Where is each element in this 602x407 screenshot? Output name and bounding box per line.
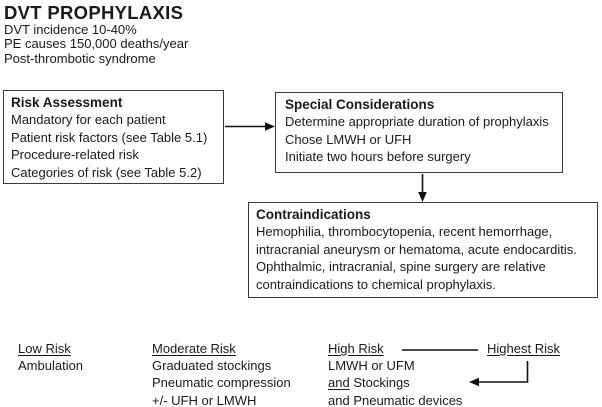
high-risk-measure: and Pneumatic devices	[328, 392, 462, 407]
high-risk-heading: High Risk	[328, 341, 384, 356]
risk-assessment-line: Mandatory for each patient	[11, 112, 166, 128]
header-block: DVT PROPHYLAXIS DVT incidence 10-40% PE …	[4, 2, 188, 66]
low-risk-heading: Low Risk	[18, 341, 71, 356]
high-risk-measure-rest: Pneumatic devices	[349, 392, 463, 407]
contraindications-line: Ophthalmic, intracranial, spine surgery …	[256, 259, 546, 275]
highest-risk-column: Highest Risk	[487, 340, 560, 357]
moderate-risk-heading: Moderate Risk	[152, 341, 236, 356]
arrow-highest-to-high-measures	[469, 361, 529, 387]
high-risk-measure: and Stockings	[328, 374, 462, 391]
contraindications-line: Hemophilia, thrombocytopenia, recent hem…	[256, 224, 553, 240]
special-considerations-line: Initiate two hours before surgery	[285, 149, 471, 165]
special-considerations-line: Determine appropriate duration of prophy…	[285, 114, 549, 130]
risk-assessment-line: Procedure-related risk	[11, 147, 139, 163]
arrow-risk-to-special	[225, 122, 275, 131]
high-risk-measure: LMWH or UFM	[328, 358, 415, 374]
underlined-and: and	[328, 392, 350, 407]
low-risk-measure: Ambulation	[18, 358, 84, 374]
contraindications-line: intracranial aneurysm or hematoma, acute…	[256, 241, 577, 257]
page-title: DVT PROPHYLAXIS	[4, 2, 184, 23]
highest-risk-heading: Highest Risk	[487, 341, 560, 356]
moderate-risk-measure: +/- UFH or LMWH	[152, 392, 257, 407]
contraindications-line: contraindications to chemical prophylaxi…	[256, 276, 496, 292]
moderate-risk-measure: Pneumatic compression	[152, 375, 291, 391]
risk-assessment-title: Risk Assessment	[11, 95, 123, 110]
moderate-risk-column: Moderate Risk Graduated stockings Pneuma…	[152, 340, 291, 407]
special-considerations-title: Special Considerations	[285, 97, 435, 112]
underlined-and: and	[328, 375, 350, 391]
moderate-risk-measure: Graduated stockings	[152, 358, 272, 374]
header-fact-incidence: DVT incidence 10-40%	[4, 22, 137, 37]
risk-assessment-box: Risk Assessment Mandatory for each patie…	[3, 90, 224, 184]
special-considerations-line: Chose LMWH or UFH	[285, 131, 412, 147]
contraindications-box: Contraindications Hemophilia, thrombocyt…	[248, 202, 598, 298]
low-risk-column: Low Risk Ambulation	[18, 340, 83, 374]
arrow-special-to-contraindications	[418, 174, 427, 202]
header-fact-syndrome: Post-thrombotic syndrome	[4, 50, 156, 66]
high-risk-column: High Risk LMWH or UFM and Stockings and …	[328, 340, 462, 407]
header-fact-pe-deaths: PE causes 150,000 deaths/year	[4, 36, 189, 52]
risk-assessment-line: Categories of risk (see Table 5.2)	[11, 164, 202, 180]
contraindications-title: Contraindications	[256, 207, 371, 222]
risk-assessment-line: Patient risk factors (see Table 5.1)	[11, 129, 208, 145]
high-risk-measure-rest: Stockings	[349, 375, 410, 391]
special-considerations-box: Special Considerations Determine appropr…	[275, 92, 563, 173]
